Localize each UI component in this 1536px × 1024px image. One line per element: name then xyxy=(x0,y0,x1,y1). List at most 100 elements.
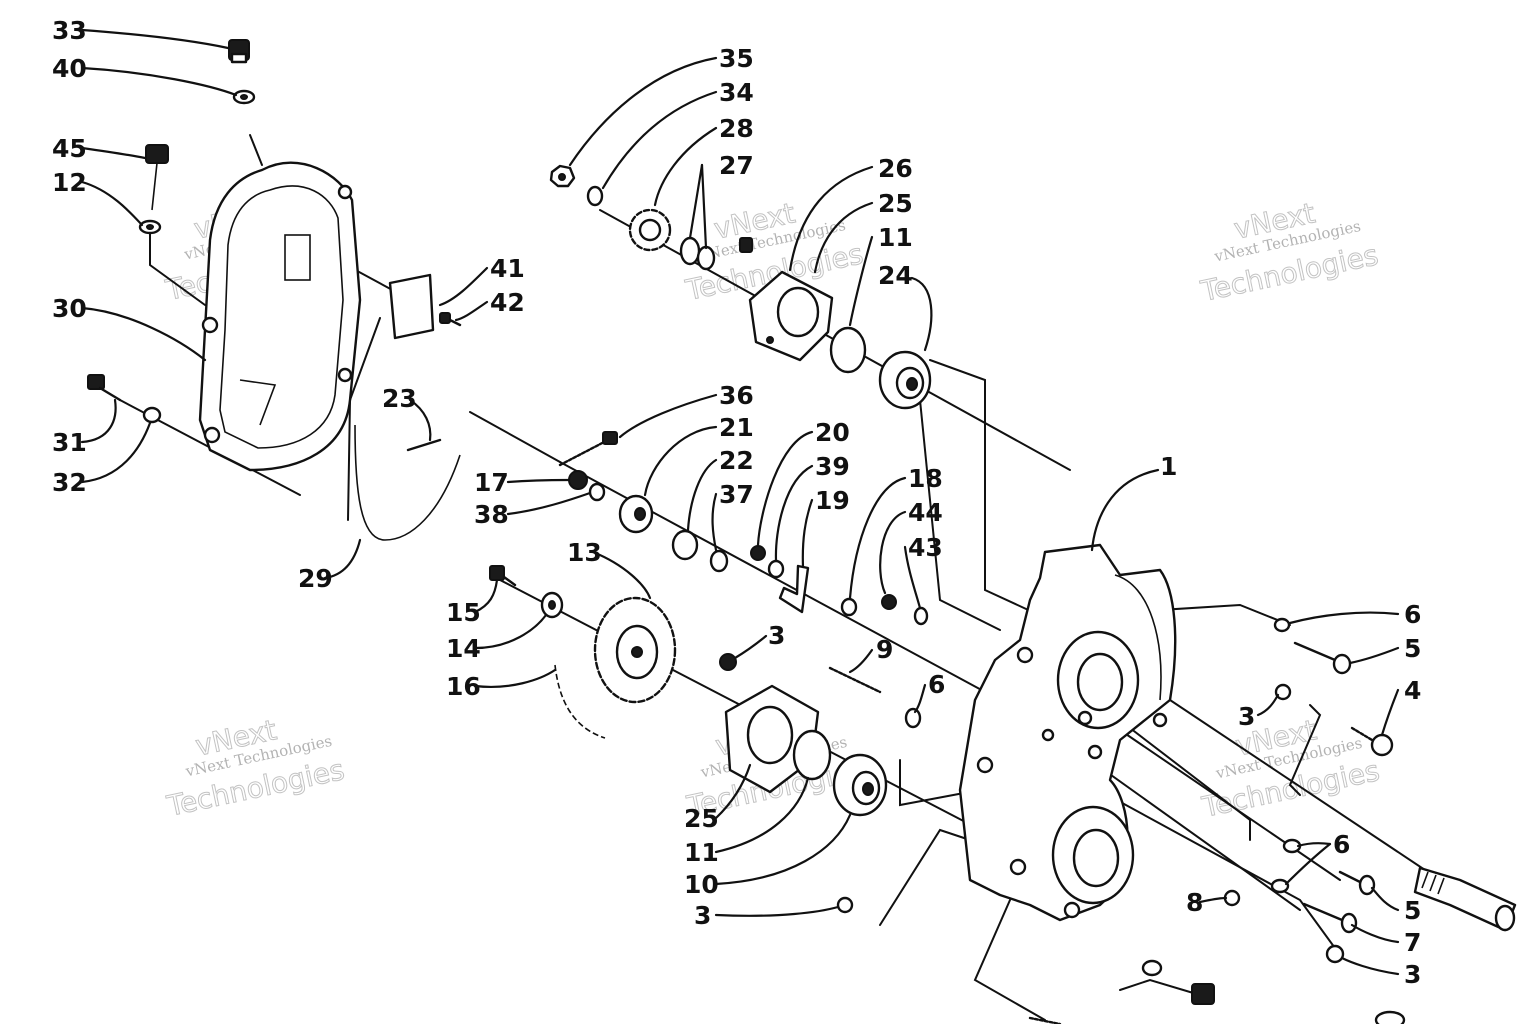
leader-lines xyxy=(80,28,1400,976)
callout-33: 33 xyxy=(52,16,87,45)
watermark-bottom-right: vNext vNext Technologies Technologies xyxy=(1198,713,1383,825)
part-1-chaincase-housing xyxy=(958,543,1177,922)
callout-3-bottom-left: 3 xyxy=(694,901,711,930)
callout-4: 4 xyxy=(1404,676,1421,705)
part-36-adjuster-bolt xyxy=(558,431,618,467)
callout-27: 27 xyxy=(719,151,754,180)
callout-5-upper: 5 xyxy=(1404,634,1421,663)
part-12-washer xyxy=(138,219,162,235)
part-44-nut xyxy=(881,594,897,610)
callout-3-bottom-right: 3 xyxy=(1404,960,1421,989)
watermark-top-right: vNext vNext Technologies Technologies xyxy=(1197,196,1382,309)
part-28-sprocket xyxy=(628,208,672,252)
callout-32: 32 xyxy=(52,468,87,497)
part-11-snap-ring-lower xyxy=(792,729,832,781)
callout-39: 39 xyxy=(815,452,850,481)
watermark-top-center: vNext vNext Technologies Technologies xyxy=(682,196,867,308)
callout-labels: 33 40 45 12 30 31 32 41 42 23 29 35 34 2… xyxy=(52,16,1421,989)
callout-38: 38 xyxy=(474,500,509,529)
part-3-nut-right xyxy=(1274,683,1292,701)
part-3-nut-bottom-right xyxy=(1325,944,1345,964)
part-25-bearing-flange-upper xyxy=(748,270,834,362)
part-5-bolt-upper xyxy=(1293,641,1352,675)
callout-6-lower-right: 6 xyxy=(1333,830,1350,859)
callout-43: 43 xyxy=(908,533,943,562)
splined-shaft xyxy=(1413,866,1517,932)
callout-34: 34 xyxy=(719,78,754,107)
part-16-drive-chain xyxy=(554,664,606,739)
part-6-washer-upper-right xyxy=(1273,617,1291,633)
callout-12: 12 xyxy=(52,168,87,197)
callout-20: 20 xyxy=(815,418,850,447)
callout-10: 10 xyxy=(684,870,719,899)
callout-16: 16 xyxy=(446,672,481,701)
callout-11-lower: 11 xyxy=(684,838,719,867)
callout-30: 30 xyxy=(52,294,87,323)
part-42-screw xyxy=(439,312,462,327)
part-24-bearing-upper xyxy=(878,350,932,410)
part-6-washers-lower-right xyxy=(1270,838,1302,894)
part-20-nut xyxy=(750,545,766,561)
callout-6-middle: 6 xyxy=(928,670,945,699)
part-5-bolt-lower xyxy=(1338,870,1376,896)
part-17-nut xyxy=(568,470,588,490)
part-43-washer xyxy=(913,606,929,626)
part-38-washer xyxy=(588,482,606,502)
part-7-bolt xyxy=(1302,902,1358,934)
part-10-bearing-lower xyxy=(832,753,888,817)
part-14-washer xyxy=(540,591,564,619)
callout-25-upper: 25 xyxy=(878,189,913,218)
callout-31: 31 xyxy=(52,428,87,457)
callout-13: 13 xyxy=(567,538,602,567)
part-30-chaincase-cover xyxy=(198,161,362,472)
callout-6-upper-right: 6 xyxy=(1404,600,1421,629)
part-6-washer-middle xyxy=(904,707,922,729)
callout-14: 14 xyxy=(446,634,481,663)
part-39-washer xyxy=(767,559,785,579)
part-3-nut-middle xyxy=(719,653,737,671)
part-37-washer xyxy=(709,549,729,573)
callout-3-right: 3 xyxy=(1238,702,1255,731)
callout-45: 45 xyxy=(52,134,87,163)
callout-1: 1 xyxy=(1160,452,1177,481)
callout-11-upper: 11 xyxy=(878,223,913,252)
callout-35: 35 xyxy=(719,44,754,73)
part-11-snap-ring-upper xyxy=(829,326,867,374)
callout-5-lower: 5 xyxy=(1404,896,1421,925)
part-33-fill-plug xyxy=(228,39,250,64)
callout-40: 40 xyxy=(52,54,87,83)
part-9-stud xyxy=(828,666,882,694)
part-19-tensioner-arm xyxy=(778,564,810,614)
watermark-bottom-left: vNext vNext Technologies Technologies xyxy=(163,713,348,824)
part-22-spacer xyxy=(671,529,699,561)
callout-41: 41 xyxy=(490,254,525,283)
callout-25-lower: 25 xyxy=(684,804,719,833)
bottom-hardware xyxy=(1028,959,1406,1024)
callout-42: 42 xyxy=(490,288,525,317)
callout-9: 9 xyxy=(876,635,893,664)
callout-7: 7 xyxy=(1404,928,1421,957)
part-13-sprocket xyxy=(593,596,677,704)
part-26-bolt xyxy=(739,237,753,253)
callout-23: 23 xyxy=(382,384,417,413)
callout-29: 29 xyxy=(298,564,333,593)
part-29-spring xyxy=(354,424,461,541)
callout-22: 22 xyxy=(719,446,754,475)
part-32-washer xyxy=(142,406,162,424)
callout-21: 21 xyxy=(719,413,754,442)
callout-15: 15 xyxy=(446,598,481,627)
callout-37: 37 xyxy=(719,480,754,509)
callout-19: 19 xyxy=(815,486,850,515)
part-40-washer xyxy=(232,89,256,105)
part-21-roller xyxy=(618,494,654,534)
callout-44: 44 xyxy=(908,498,943,527)
callout-18: 18 xyxy=(908,464,943,493)
callout-8: 8 xyxy=(1186,888,1203,917)
callout-36: 36 xyxy=(719,381,754,410)
part-34-washer xyxy=(586,185,604,207)
callout-3-middle: 3 xyxy=(768,621,785,650)
part-41-gasket xyxy=(388,273,435,340)
part-23-pin xyxy=(406,438,442,452)
part-18-pin xyxy=(840,597,858,617)
callout-26: 26 xyxy=(878,154,913,183)
